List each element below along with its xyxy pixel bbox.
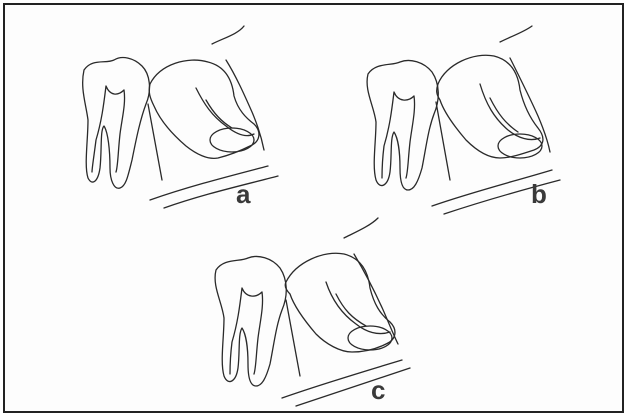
panel-a-ramus: [212, 26, 264, 150]
panel-c-neighbor-pulp: [230, 288, 263, 374]
panel-b-impacted-pulp: [480, 84, 540, 140]
panel-c-crypt: [348, 326, 392, 350]
panel-b-neighbor-pulp: [382, 92, 415, 178]
panel-c-neighbor-crown: [215, 256, 286, 386]
panel-label-b: b: [531, 181, 547, 207]
panel-c-impacted-pulp: [326, 282, 390, 334]
panel-a-crypt: [210, 128, 254, 152]
panel-b-neighbor-crown: [367, 60, 438, 190]
panel-label-a: a: [236, 181, 250, 207]
panel-a-neighbor-contact: [148, 104, 162, 180]
panel-a-impacted-tooth: [149, 60, 259, 158]
panel-b-ramus: [500, 26, 550, 152]
panel-b-neighbor-contact: [436, 102, 450, 180]
panel-c-ramus: [344, 218, 398, 344]
panel-a-neighbor-pulp: [92, 86, 125, 172]
panel-a-bone-line-2: [164, 176, 278, 208]
panel-c-neighbor-contact: [286, 300, 300, 376]
panel-label-c: c: [371, 377, 385, 403]
